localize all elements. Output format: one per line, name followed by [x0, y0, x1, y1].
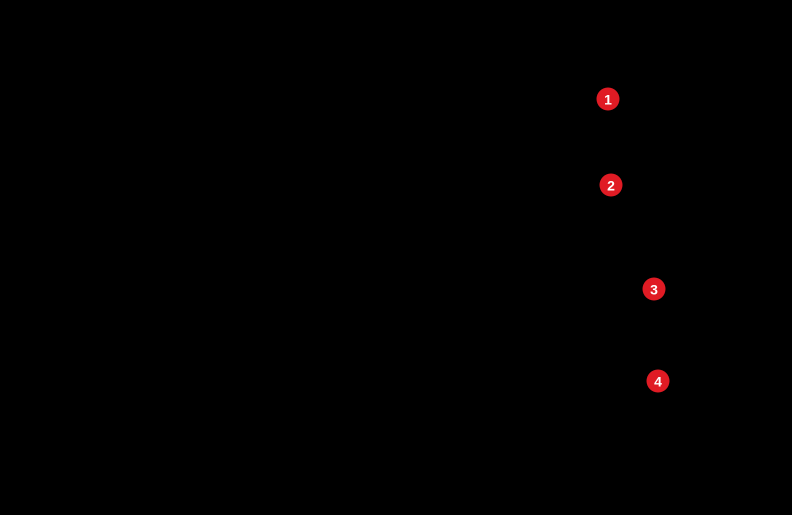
annotation-badge-3: 3: [642, 277, 666, 301]
annotation-badge-4: 4: [646, 369, 670, 393]
annotation-badge-1: 1: [596, 87, 620, 111]
annotation-badge-2: 2: [599, 173, 623, 197]
